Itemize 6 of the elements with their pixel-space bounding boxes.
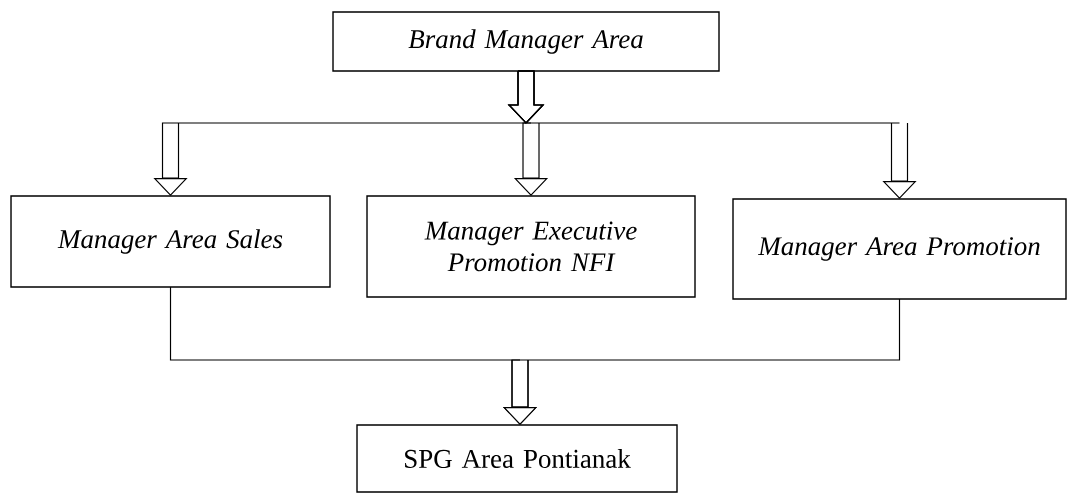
arrow	[507, 70, 917, 199]
org-box: Manager Area Promotion	[732, 198, 1067, 300]
org-box: Manager Executive Promotion NFI	[366, 195, 696, 298]
org-box: SPG Area Pontianak	[356, 424, 678, 493]
org-box: Brand Manager Area	[332, 11, 720, 72]
org-box: Manager Area Sales	[10, 195, 331, 288]
